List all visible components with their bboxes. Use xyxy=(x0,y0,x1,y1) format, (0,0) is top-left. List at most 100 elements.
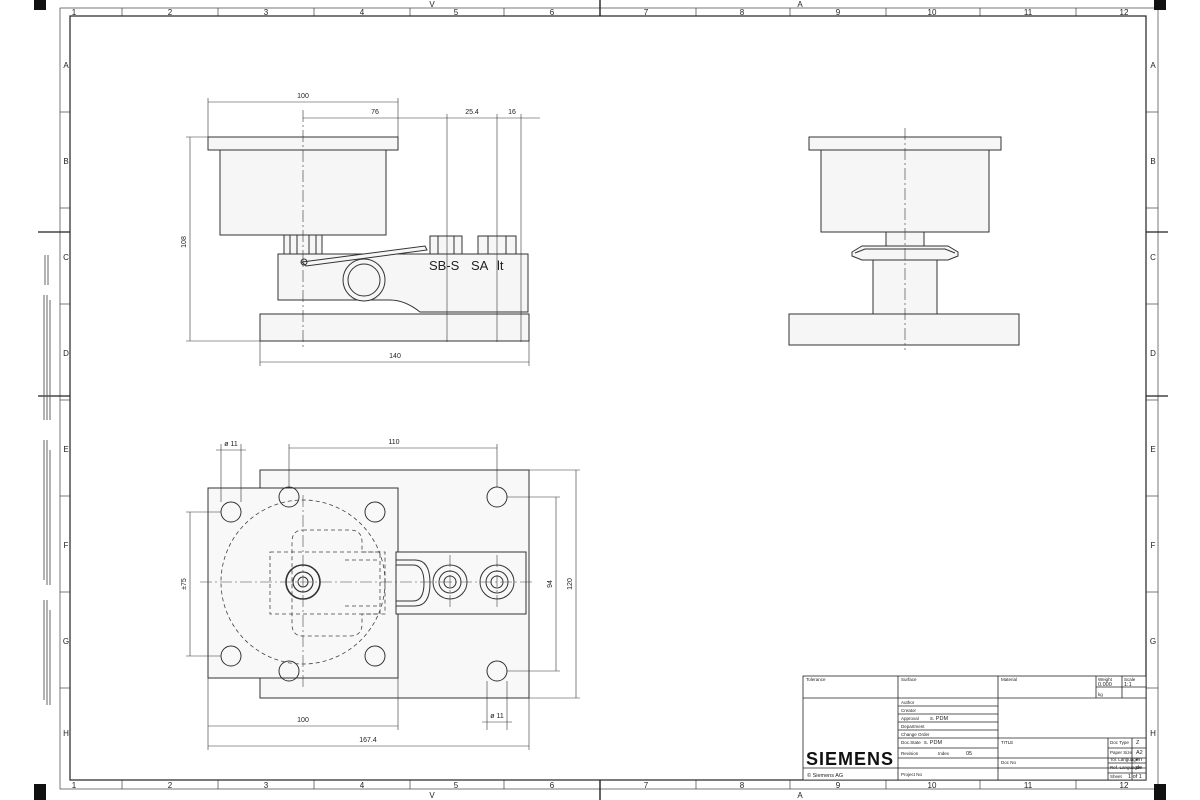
column-label: 5 xyxy=(454,8,459,17)
side-note-column xyxy=(43,255,51,705)
row-labels-left: A B C D E F G H xyxy=(63,61,69,738)
row-label: G xyxy=(63,637,69,646)
column-label: 5 xyxy=(454,781,459,790)
title-block xyxy=(802,675,1147,781)
column-label: 7 xyxy=(644,8,649,17)
terminal-labels: SB-S SA lt xyxy=(429,258,504,273)
row-label: A xyxy=(63,61,69,70)
dim-140: 140 xyxy=(389,353,401,360)
column-label: 10 xyxy=(928,8,937,17)
top-view-dimensions xyxy=(186,444,580,750)
column-label: 1 xyxy=(72,8,77,17)
row-labels-right: A B C D E F G H xyxy=(1150,61,1156,738)
row-label: A xyxy=(1150,61,1156,70)
dim-167-4: 167.4 xyxy=(359,737,377,744)
tb-tol-language-value: en xyxy=(1136,757,1142,763)
column-label: 2 xyxy=(168,8,173,17)
row-label: D xyxy=(63,349,69,358)
terminal-label-sa: SA xyxy=(471,258,489,273)
center-mark: A xyxy=(797,0,803,9)
tb-material: Material xyxy=(1001,677,1017,682)
row-label: H xyxy=(63,729,69,738)
dim-16: 16 xyxy=(508,109,516,116)
row-label: G xyxy=(1150,637,1156,646)
column-labels-bottom: 1 2 3 4 5 6 7 8 9 10 11 12 xyxy=(72,781,1129,790)
tb-ref-language: Ref. Language xyxy=(1110,765,1140,770)
tb-doc-type-value: Z xyxy=(1136,740,1140,746)
tb-scale-value: 1:1 xyxy=(1124,682,1132,688)
column-label: 9 xyxy=(836,781,841,790)
column-label: 12 xyxy=(1120,781,1129,790)
tb-weight-unit: kg xyxy=(1098,692,1103,697)
dim-108: 108 xyxy=(181,236,188,248)
tb-paper-size-value: A2 xyxy=(1136,750,1143,756)
tb-doc-state-value: s. PDM xyxy=(924,740,942,746)
tb-sheet: Sheet xyxy=(1110,774,1123,779)
column-label: 12 xyxy=(1120,8,1129,17)
top-view xyxy=(207,469,530,699)
column-label: 3 xyxy=(264,8,269,17)
tb-copyright: © Siemens AG xyxy=(807,772,843,779)
column-label: 6 xyxy=(550,8,555,17)
row-label: F xyxy=(64,541,69,550)
siemens-logo: SIEMENS xyxy=(806,749,894,769)
column-label: 11 xyxy=(1024,8,1033,17)
column-label: 8 xyxy=(740,8,745,17)
tb-approval: Approval xyxy=(901,716,919,721)
row-label: B xyxy=(63,157,68,166)
tb-department: Department xyxy=(901,724,925,729)
dim-diameter-11-top: ø 11 xyxy=(224,441,238,448)
title-block-text: Tolerance Surface Material Weight 0.000 … xyxy=(806,677,1143,780)
column-label: 10 xyxy=(928,781,937,790)
tb-index-value: 05 xyxy=(966,751,972,757)
dim-120: 120 xyxy=(567,578,574,590)
dim-100-bottom: 100 xyxy=(297,717,309,724)
tb-paper-size: Paper Size xyxy=(1110,750,1133,755)
tb-tolerance: Tolerance xyxy=(806,677,826,682)
column-label: 7 xyxy=(644,781,649,790)
side-view xyxy=(788,128,1020,350)
row-label: C xyxy=(1150,253,1156,262)
center-mark: V xyxy=(429,791,435,800)
tb-doc-state: Doc.State xyxy=(901,740,921,745)
tb-ref-language-value: de xyxy=(1136,765,1142,771)
dim-94: 94 xyxy=(547,580,554,588)
dim-76: 76 xyxy=(371,109,379,116)
tb-author: Author xyxy=(901,700,915,705)
front-view-dimensions xyxy=(186,98,540,366)
row-label: F xyxy=(1151,541,1156,550)
column-label: 4 xyxy=(360,781,365,790)
tb-change-order: Change Order xyxy=(901,732,930,737)
row-label: D xyxy=(1150,349,1156,358)
tb-sheet-value: 1 of 1 xyxy=(1128,774,1142,780)
column-label: 6 xyxy=(550,781,555,790)
tb-index: Index xyxy=(938,751,950,756)
column-label: 2 xyxy=(168,781,173,790)
drawing-frame xyxy=(38,0,1168,800)
column-label: 9 xyxy=(836,8,841,17)
dim-75: ±75 xyxy=(181,578,188,590)
tb-tol-language: Tol. Language xyxy=(1110,757,1139,762)
terminal-label-lt: lt xyxy=(497,258,504,273)
tb-weight-value: 0.000 xyxy=(1098,682,1112,688)
top-view-center-lines xyxy=(200,495,535,690)
front-view-dimension-values: 100 76 25.4 16 108 140 xyxy=(181,93,516,360)
dim-110: 110 xyxy=(388,439,399,446)
row-label: B xyxy=(1150,157,1155,166)
column-label: 8 xyxy=(740,781,745,790)
center-mark: A xyxy=(797,791,803,800)
tb-project-no: Project No xyxy=(901,772,923,777)
tb-doc-no: Doc No xyxy=(1001,760,1017,765)
front-view xyxy=(207,110,530,350)
column-label: 3 xyxy=(264,781,269,790)
tb-scale: Scale xyxy=(1124,677,1136,682)
row-label: E xyxy=(1150,445,1155,454)
terminal-label-sbs: SB-S xyxy=(429,258,460,273)
tb-weight: Weight xyxy=(1098,677,1113,682)
dim-100-top: 100 xyxy=(297,93,309,100)
tb-revision: Revision xyxy=(901,751,919,756)
tb-creator: Creator xyxy=(901,708,917,713)
zone-ticks xyxy=(60,8,1158,789)
row-label: H xyxy=(1150,729,1156,738)
tb-approval-value: s. PDM xyxy=(930,716,948,722)
